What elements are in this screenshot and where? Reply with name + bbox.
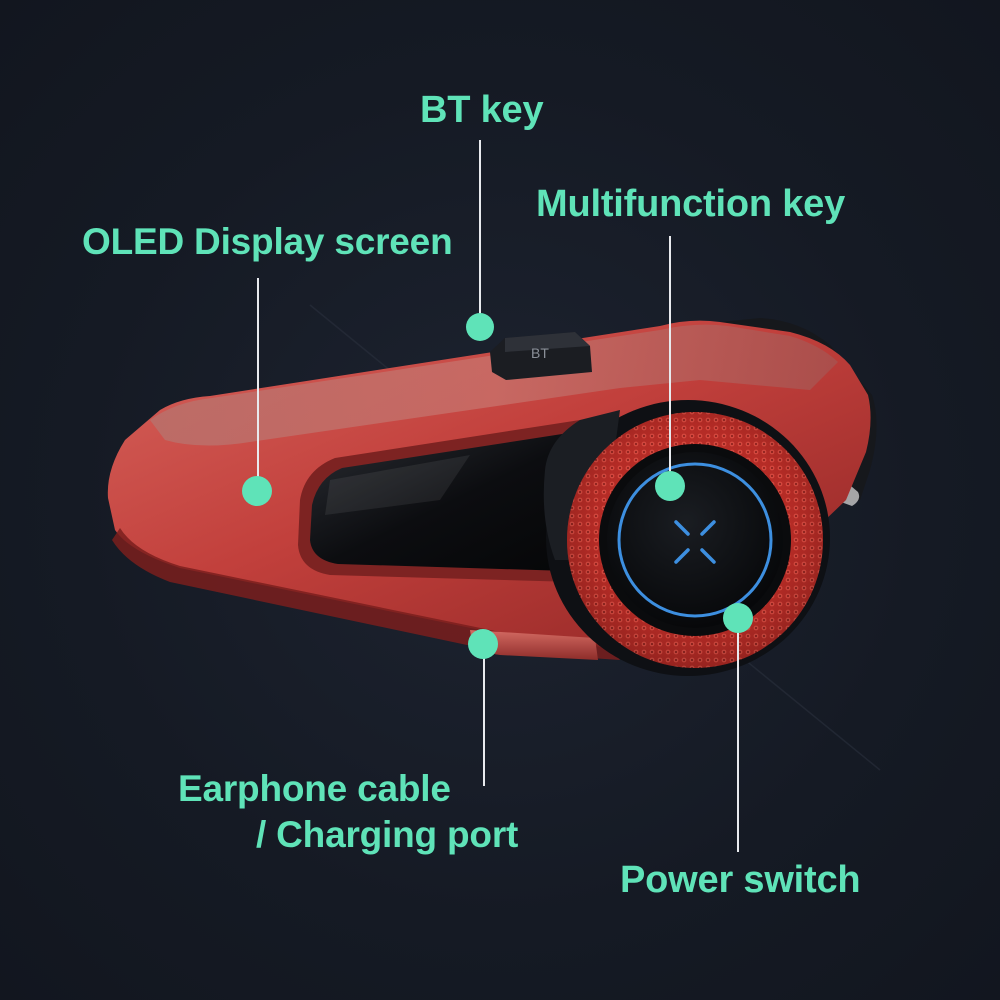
leader-lines (257, 140, 739, 852)
label-earphone-line1: Earphone cable (178, 768, 451, 809)
top-bevel (150, 324, 838, 446)
label-bt-key: BT key (420, 89, 544, 131)
label-oled-display: OLED Display screen (82, 221, 453, 262)
marker-earphone-port (468, 629, 498, 659)
knob-face (607, 452, 783, 628)
label-earphone-port: Earphone cable / Charging port (178, 766, 518, 858)
port-tab (470, 630, 598, 660)
label-multifunction-key: Multifunction key (536, 183, 846, 225)
knob-blue-ring (617, 462, 773, 618)
marker-oled-display (242, 476, 272, 506)
bt-button-text: BT (531, 345, 549, 361)
knob-x-mark (674, 520, 716, 564)
marker-multifunction-key (655, 471, 685, 501)
callout-markers (242, 313, 753, 659)
oled-screen (310, 432, 596, 571)
marker-power-switch (723, 603, 753, 633)
label-power-switch: Power switch (620, 859, 861, 901)
label-earphone-line2: / Charging port (256, 814, 519, 855)
bt-button-top (505, 332, 590, 352)
marker-bt-key (466, 313, 494, 341)
screen-glare (325, 455, 470, 515)
